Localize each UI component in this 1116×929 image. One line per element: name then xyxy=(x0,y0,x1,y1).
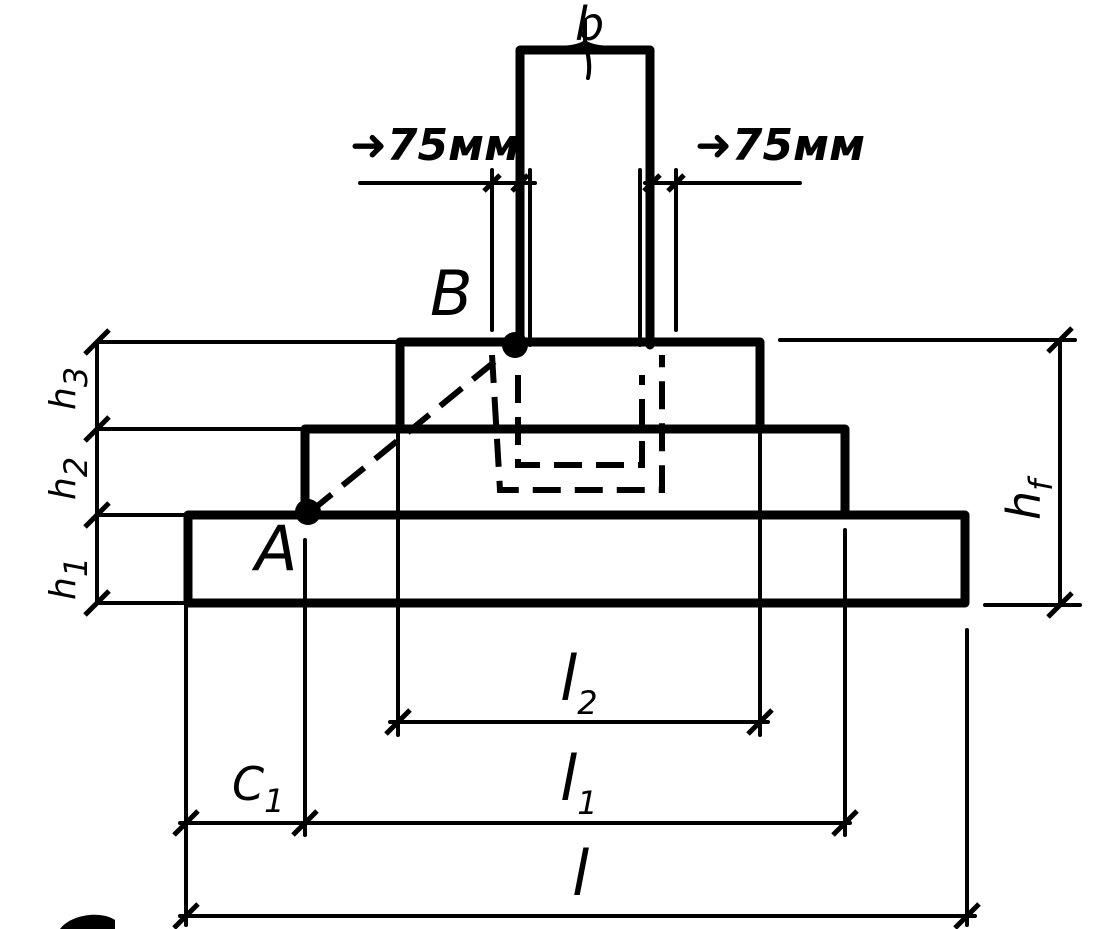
label-h2: h2 xyxy=(43,457,95,500)
label-clearance-left: ➜75мм xyxy=(350,120,520,171)
column-width-brace xyxy=(520,18,650,80)
svg-text:hf: hf xyxy=(997,475,1060,520)
clearance-ticks xyxy=(482,173,686,193)
label-l1: l1 xyxy=(560,742,598,822)
socket-inner-dashed xyxy=(515,375,645,468)
horizontal-dim-ticks xyxy=(172,708,981,929)
left-dim-ticks xyxy=(83,328,111,617)
top-step xyxy=(395,337,765,434)
label-hf: hf xyxy=(997,475,1060,520)
svg-text:h1: h1 xyxy=(43,557,95,600)
label-point-a: A xyxy=(251,512,297,585)
right-dim-ticks xyxy=(1046,326,1074,619)
label-h3: h3 xyxy=(43,367,95,410)
label-clearance-right: ➜75мм xyxy=(695,120,865,171)
label-c1: C1 xyxy=(232,757,284,820)
bottom-step xyxy=(183,510,970,608)
label-h1: h1 xyxy=(43,557,95,600)
label-column-width: b xyxy=(575,0,604,51)
svg-text:h3: h3 xyxy=(43,367,95,410)
svg-text:h2: h2 xyxy=(43,457,95,500)
punching-line-dashed xyxy=(308,342,517,515)
middle-step xyxy=(300,424,850,520)
point-b-dot xyxy=(502,332,528,358)
point-a-dot xyxy=(295,499,321,525)
label-point-b: B xyxy=(430,257,473,330)
column-outline xyxy=(515,45,655,350)
stray-mark xyxy=(60,914,115,929)
label-l: l xyxy=(572,837,589,910)
label-l2: l2 xyxy=(560,642,598,722)
socket-outer-dashed xyxy=(489,354,665,493)
